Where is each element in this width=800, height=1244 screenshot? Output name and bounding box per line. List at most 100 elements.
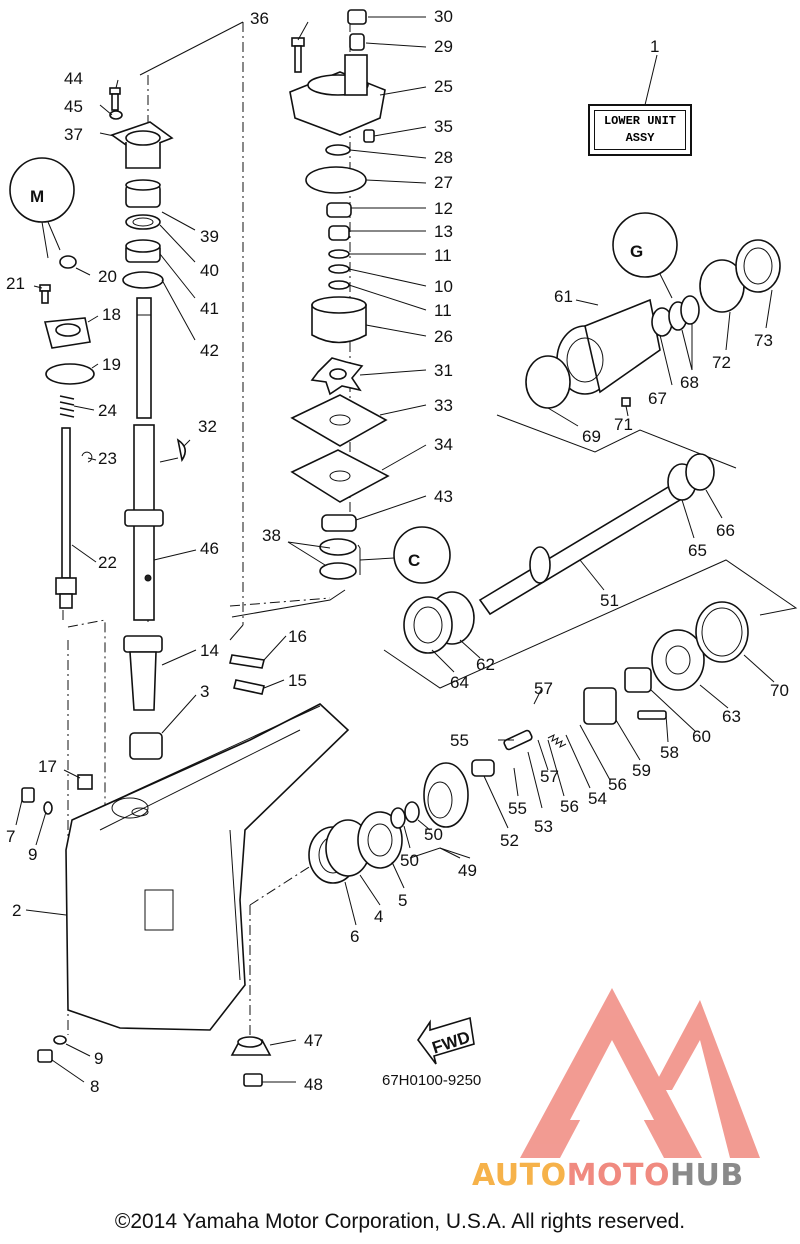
part-59-clutch (583, 687, 617, 725)
part-71-key (621, 397, 631, 407)
label-16: 16 (288, 627, 307, 646)
label-31: 31 (434, 361, 453, 380)
part-12-insert (326, 202, 352, 218)
part-14-bushing (123, 635, 163, 711)
part-30-grommet (347, 9, 367, 25)
label-15: 15 (288, 671, 307, 690)
label-22: 22 (98, 553, 117, 572)
label-70: 70 (770, 681, 789, 700)
part-3-bearing (129, 732, 163, 760)
label-56-a: 56 (560, 797, 579, 816)
part-11-washer-b (328, 280, 350, 290)
label-54: 54 (588, 789, 607, 808)
part-60-spring (624, 667, 652, 693)
label-65: 65 (688, 541, 707, 560)
label-42: 42 (200, 341, 219, 360)
label-39: 39 (200, 227, 219, 246)
label-9-b: 9 (94, 1049, 103, 1068)
part-68-seals (668, 295, 700, 331)
part-19-oring (45, 363, 95, 385)
label-34: 34 (434, 435, 453, 454)
copyright-notice: ©2014 Yamaha Motor Corporation, U.S.A. A… (114, 1210, 686, 1233)
label-73: 73 (754, 331, 773, 350)
fwd-arrow (417, 1016, 475, 1065)
label-62: 62 (476, 655, 495, 674)
label-59: 59 (632, 761, 651, 780)
label-46: 46 (200, 539, 219, 558)
part-45-washer (109, 110, 123, 120)
part-20-grommet (59, 255, 77, 269)
label-68: 68 (680, 373, 699, 392)
assy-title-line-1: LOWER UNIT (603, 114, 676, 128)
brand-part-hub: HUB (669, 1158, 744, 1193)
part-17-fitting (77, 774, 93, 790)
part-10-ring (328, 264, 350, 274)
svg-text:G: G (630, 242, 643, 261)
label-28: 28 (434, 148, 453, 167)
label-23: 23 (98, 449, 117, 468)
label-17: 17 (38, 757, 57, 776)
label-60: 60 (692, 727, 711, 746)
label-8: 8 (90, 1077, 99, 1096)
brand-part-moto: MOTO (566, 1158, 670, 1193)
label-33: 33 (434, 396, 453, 415)
label-29: 29 (434, 37, 453, 56)
label-2: 2 (12, 901, 21, 920)
part-42-oring (122, 271, 164, 289)
watermark-logo (520, 988, 760, 1158)
label-5: 5 (398, 891, 407, 910)
part-70-oring (695, 601, 749, 663)
label-4: 4 (374, 907, 383, 926)
label-57-b: 57 (540, 767, 559, 786)
label-6: 6 (350, 927, 359, 946)
label-50-b: 50 (424, 825, 443, 844)
label-64: 64 (450, 673, 469, 692)
part-26-insert-cartridge (311, 296, 367, 344)
label-32: 32 (198, 417, 217, 436)
label-25: 25 (434, 77, 453, 96)
lower-unit-assy-box: LOWER UNIT ASSY (588, 104, 692, 156)
part-29-sleeve (349, 33, 365, 51)
part-61-bearing-housing (556, 298, 661, 395)
part-31-impeller (310, 357, 364, 396)
label-11-b: 11 (434, 301, 452, 320)
label-24: 24 (98, 401, 117, 420)
label-1: 1 (650, 37, 659, 56)
label-20: 20 (98, 267, 117, 286)
catalog-code: 67H0100-9250 (382, 1072, 482, 1089)
label-56-b: 56 (608, 775, 627, 794)
part-34-gasket (290, 449, 390, 503)
label-50-a: 50 (400, 851, 419, 870)
part-23-clip (81, 451, 93, 463)
part-63-gear (651, 629, 705, 691)
part-8-plug (37, 1049, 53, 1063)
label-37: 37 (64, 125, 83, 144)
label-47: 47 (304, 1031, 323, 1050)
label-7: 7 (6, 827, 15, 846)
label-40: 40 (200, 261, 219, 280)
label-3: 3 (200, 682, 209, 701)
part-52-plunger (471, 759, 495, 777)
part-51-propeller-shaft (478, 478, 692, 616)
part-9-gasket-b (53, 1035, 67, 1045)
part-49-gear (423, 762, 469, 828)
part-56-dog-clutch-pin (503, 729, 533, 751)
label-52: 52 (500, 831, 519, 850)
inset-gear-oil-g: G (612, 212, 678, 299)
label-48: 48 (304, 1075, 323, 1094)
leader-lines (15, 16, 775, 1083)
part-15-key (233, 679, 265, 695)
part-40-washer (125, 214, 161, 230)
label-58: 58 (660, 743, 679, 762)
part-50-shims (390, 801, 420, 829)
watermark-brand: AUTOMOTOHUB (472, 1158, 744, 1193)
part-2-lower-case (65, 703, 350, 1031)
label-69: 69 (582, 427, 601, 446)
part-54-spring (547, 734, 567, 748)
part-22-shift-rod (55, 427, 77, 609)
part-73-ring-nut (735, 239, 781, 293)
part-44-bolt (109, 87, 121, 111)
part-46-drive-shaft (124, 424, 164, 621)
assy-title-line-2: ASSY (625, 131, 655, 145)
